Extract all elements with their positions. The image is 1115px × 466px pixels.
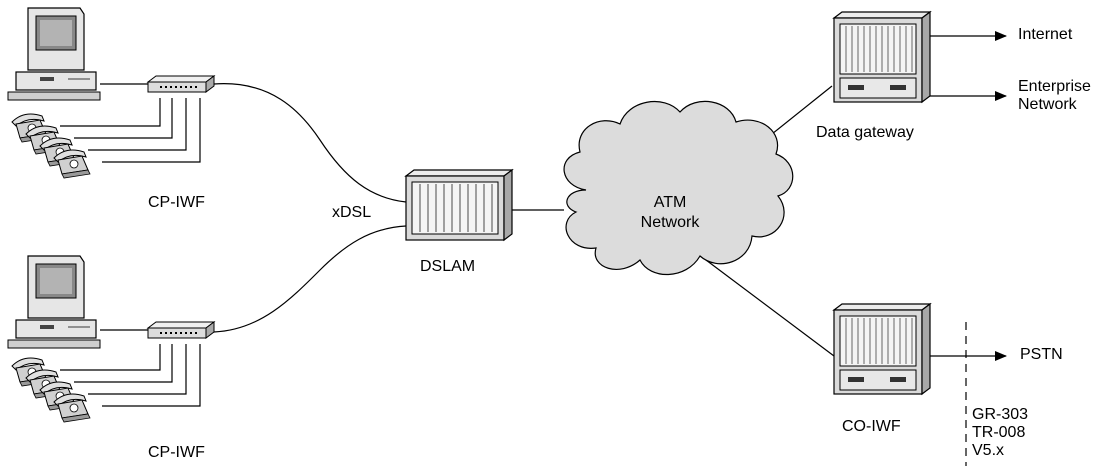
enterprise-network-label-line2: Network <box>1018 96 1077 113</box>
desktop-computer-icon <box>7 255 101 349</box>
telephone-icon <box>53 393 91 423</box>
cpiwf-bottom-label: CP-IWF <box>148 444 205 461</box>
co-iwf-label: CO-IWF <box>842 418 901 435</box>
atm-network-label-line1: ATM <box>653 194 687 211</box>
data-gateway-label: Data gateway <box>816 124 914 141</box>
phone-line-top-4 <box>102 98 201 163</box>
atm-to-coiwf-line <box>705 259 835 357</box>
atm-network-label-line2: Network <box>640 214 700 231</box>
equipment-rack-icon <box>833 303 931 395</box>
connection-lines <box>60 31 1007 466</box>
phone-line-bottom-2 <box>74 344 173 383</box>
xdsl-link-bottom <box>213 225 407 333</box>
telephone-icon <box>53 149 91 179</box>
pstn-label: PSTN <box>1020 346 1063 363</box>
phone-line-bottom-3 <box>88 344 187 395</box>
desktop-computer-icon <box>7 7 101 101</box>
gr303-label: GR-303 <box>972 406 1029 423</box>
network-cloud-icon <box>563 100 794 276</box>
phone-line-top-3 <box>88 98 187 151</box>
equipment-rack-icon <box>405 169 513 241</box>
phone-line-bottom-4 <box>102 344 201 407</box>
modem-icon <box>147 75 215 93</box>
cpiwf-top-label: CP-IWF <box>148 194 205 211</box>
modem-icon <box>147 321 215 339</box>
phone-line-top-2 <box>74 98 173 139</box>
v5x-label: V5.x <box>972 442 1005 459</box>
tr008-label: TR-008 <box>972 424 1026 441</box>
xdsl-label: xDSL <box>332 204 372 221</box>
xdsl-link-top <box>213 83 407 203</box>
dslam-label: DSLAM <box>420 258 476 275</box>
internet-label: Internet <box>1018 26 1073 43</box>
phone-line-bottom-1 <box>60 344 161 371</box>
phone-line-top-1 <box>60 98 161 127</box>
enterprise-network-label-line1: Enterprise <box>1018 78 1091 95</box>
equipment-rack-icon <box>833 11 931 103</box>
